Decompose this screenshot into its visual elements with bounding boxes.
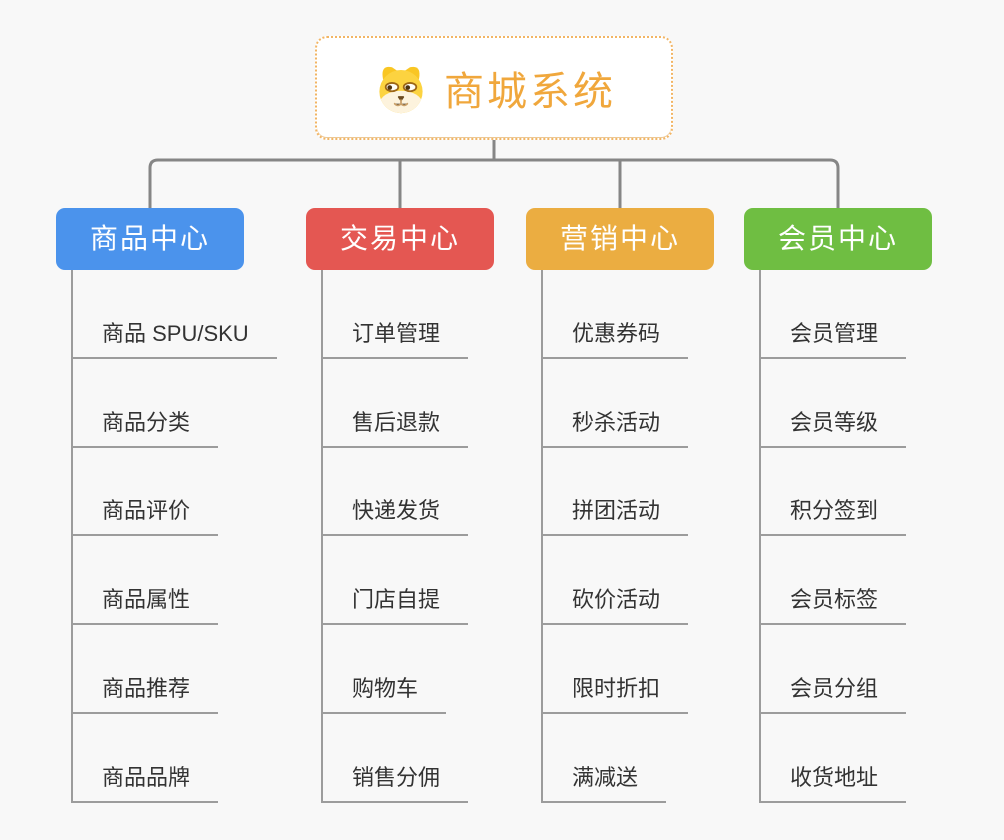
- child-topic-label: 门店自提: [322, 582, 469, 626]
- child-topic[interactable]: 限时折扣: [542, 625, 714, 714]
- branch-rail-line: [148, 158, 840, 208]
- child-topic-label: 购物车: [322, 671, 447, 714]
- child-topic[interactable]: 满减送: [542, 714, 714, 803]
- child-topic-label: 商品分类: [72, 405, 219, 448]
- child-topic[interactable]: 订单管理: [322, 270, 494, 359]
- child-topic[interactable]: 商品评价: [72, 448, 244, 537]
- child-topic-label: 秒杀活动: [542, 405, 689, 448]
- root-topic-label: 商城系统: [444, 70, 616, 114]
- child-topic[interactable]: 商品推荐: [72, 625, 244, 714]
- branch-spine-line: [759, 270, 761, 803]
- branch-column-trade-center: 交易中心 订单管理 售后退款 快递发货 门店自提 购物车 销售分佣: [306, 208, 494, 803]
- child-topic[interactable]: 拼团活动: [542, 448, 714, 537]
- child-topic-label: 会员管理: [760, 316, 907, 359]
- child-topic-label: 售后退款: [322, 405, 469, 448]
- child-topic-label: 积分签到: [760, 493, 907, 537]
- child-topic-label: 会员标签: [760, 582, 907, 626]
- child-topic-label: 满减送: [542, 760, 667, 803]
- child-topic[interactable]: 收货地址: [760, 714, 932, 803]
- child-topic[interactable]: 优惠券码: [542, 270, 714, 359]
- child-topic[interactable]: 门店自提: [322, 536, 494, 626]
- child-topic[interactable]: 会员标签: [760, 536, 932, 626]
- child-topic-label: 订单管理: [322, 316, 469, 359]
- child-topic-label: 限时折扣: [542, 671, 689, 714]
- child-topic[interactable]: 会员管理: [760, 270, 932, 359]
- child-topic[interactable]: 商品属性: [72, 536, 244, 626]
- branch-children: 订单管理 售后退款 快递发货 门店自提 购物车 销售分佣: [306, 270, 494, 803]
- branch-spine-line: [541, 270, 543, 803]
- child-topic-label: 商品属性: [72, 582, 219, 626]
- child-topic[interactable]: 积分签到: [760, 448, 932, 537]
- branch-column-marketing-center: 营销中心 优惠券码 秒杀活动 拼团活动 砍价活动 限时折扣 满减送: [526, 208, 714, 803]
- branch-children: 商品 SPU/SKU 商品分类 商品评价 商品属性 商品推荐 商品品牌: [56, 270, 277, 803]
- child-topic[interactable]: 售后退款: [322, 359, 494, 448]
- child-topic-label: 商品评价: [72, 493, 219, 537]
- child-topic[interactable]: 会员等级: [760, 359, 932, 448]
- branch-topic-label: 营销中心: [559, 223, 680, 254]
- branch-column-product-center: 商品中心 商品 SPU/SKU 商品分类 商品评价 商品属性 商品推荐 商品品牌: [56, 208, 277, 803]
- branch-topic-trade-center[interactable]: 交易中心: [306, 208, 494, 270]
- branch-spine-line: [71, 270, 73, 803]
- child-topic[interactable]: 秒杀活动: [542, 359, 714, 448]
- branch-spine-line: [321, 270, 323, 803]
- child-topic-label: 会员分组: [760, 671, 907, 714]
- child-topic[interactable]: 购物车: [322, 625, 494, 714]
- child-topic-label: 优惠券码: [542, 316, 689, 359]
- branch-topic-label: 商品中心: [89, 223, 210, 254]
- child-topic[interactable]: 快递发货: [322, 448, 494, 537]
- child-topic-label: 砍价活动: [542, 582, 689, 626]
- branch-children: 会员管理 会员等级 积分签到 会员标签 会员分组 收货地址: [744, 270, 932, 803]
- branch-column-member-center: 会员中心 会员管理 会员等级 积分签到 会员标签 会员分组 收货地址: [744, 208, 932, 803]
- child-topic-label: 销售分佣: [322, 760, 469, 803]
- child-topic-label: 快递发货: [322, 493, 469, 537]
- child-topic-label: 收货地址: [760, 760, 907, 803]
- child-topic[interactable]: 砍价活动: [542, 536, 714, 626]
- child-topic[interactable]: 商品分类: [72, 359, 244, 448]
- branch-topic-label: 交易中心: [339, 223, 460, 254]
- branch-topic-member-center[interactable]: 会员中心: [744, 208, 932, 270]
- child-topic[interactable]: 商品品牌: [72, 714, 244, 803]
- child-topic[interactable]: 销售分佣: [322, 714, 494, 803]
- child-topic-label: 商品 SPU/SKU: [72, 316, 277, 359]
- branch-children: 优惠券码 秒杀活动 拼团活动 砍价活动 限时折扣 满减送: [526, 270, 714, 803]
- child-topic-label: 商品推荐: [72, 671, 219, 714]
- child-topic[interactable]: 会员分组: [760, 625, 932, 714]
- child-topic-label: 商品品牌: [72, 760, 219, 803]
- branch-topic-label: 会员中心: [777, 223, 898, 254]
- doge-icon: [379, 66, 423, 114]
- child-topic-label: 拼团活动: [542, 493, 689, 537]
- child-topic[interactable]: 商品 SPU/SKU: [72, 270, 277, 359]
- branch-topic-marketing-center[interactable]: 营销中心: [526, 208, 714, 270]
- root-topic[interactable]: 商城系统: [315, 36, 673, 140]
- branch-topic-product-center[interactable]: 商品中心: [56, 208, 244, 270]
- child-topic-label: 会员等级: [760, 405, 907, 448]
